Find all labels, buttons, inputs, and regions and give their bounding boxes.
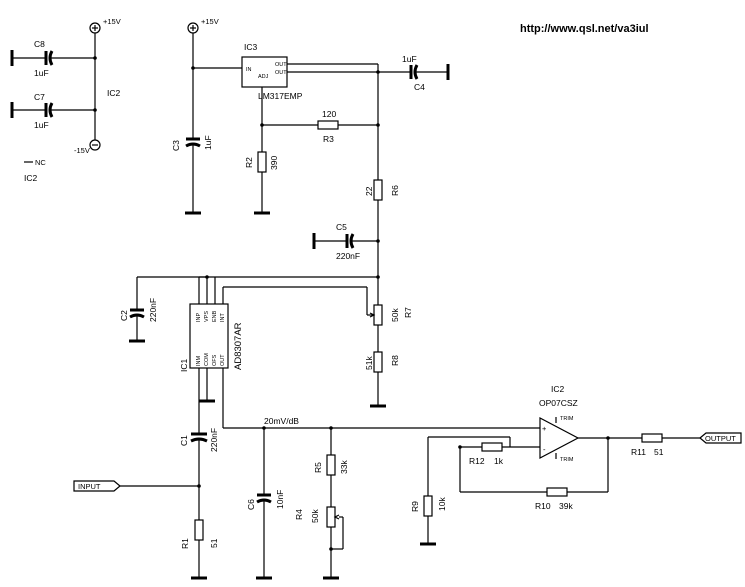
- ic1-pin-com: COM: [204, 353, 210, 366]
- c7-value: 1uF: [34, 120, 49, 130]
- r4-ref: R4: [294, 509, 304, 520]
- ic3-pin-in: IN: [246, 67, 252, 73]
- r5-value: 33k: [339, 460, 349, 474]
- r5-ref: R5: [313, 462, 323, 473]
- r11-body: [641, 433, 663, 443]
- ic1-ref: IC1: [179, 359, 189, 373]
- r8-body: [373, 351, 383, 373]
- r5-body: [326, 454, 336, 476]
- ic1-pin-ofs: OFS: [212, 354, 218, 366]
- r11-ref: R11: [631, 447, 646, 457]
- c6-ref: C6: [246, 499, 256, 510]
- r9-body: [423, 495, 433, 517]
- r3-value: 120: [322, 109, 336, 119]
- r7-value: 50k: [390, 308, 400, 322]
- ic2-power-decoupling: +15V C8 1uF C7 1uF IC2 -15V NC IC2: [10, 17, 121, 183]
- r12-value: 1k: [494, 456, 504, 466]
- r2-value: 390: [269, 156, 279, 170]
- ic2-nc-ref: IC2: [24, 173, 38, 183]
- ic3-pin-out1: OUT: [275, 62, 287, 68]
- c3-value: 1uF: [203, 135, 213, 150]
- ic1-pin-vps: VPS: [204, 311, 210, 322]
- ic1-part: AD8307AR: [233, 322, 244, 370]
- minus15v-symbol: [89, 139, 101, 151]
- c3-ref: C3: [171, 140, 181, 151]
- c1-value: 220nF: [209, 428, 219, 452]
- slope-label: 20mV/dB: [264, 416, 299, 426]
- output-port-label: OUTPUT: [705, 434, 736, 443]
- r8-value: 51k: [364, 356, 374, 370]
- ic1-box: [189, 303, 229, 369]
- c2-ref: C2: [119, 310, 129, 321]
- r1-ref: R1: [180, 538, 190, 549]
- svg-text:+: +: [542, 424, 547, 433]
- ic3-ref: IC3: [244, 42, 258, 52]
- r7-ref: R7: [403, 307, 413, 318]
- ic1-pin-enb: ENB: [212, 310, 218, 322]
- minus15v-label: -15V: [74, 146, 90, 155]
- ic2-opamp-symbol: [539, 417, 580, 459]
- input-port: [73, 480, 121, 492]
- output-port: [699, 432, 742, 444]
- r4-value: 50k: [310, 509, 320, 523]
- r10-value: 39k: [559, 501, 573, 511]
- ic1-pin-inm: INM: [196, 356, 202, 367]
- ic3-pin-out2: OUT: [275, 70, 287, 76]
- ic2-trim-top: TRIM: [560, 416, 574, 422]
- ic1-pin-int: INT: [220, 313, 226, 323]
- c2-value: 220nF: [148, 298, 158, 322]
- r12-body: [481, 442, 503, 452]
- c6-value: 10nF: [275, 490, 285, 509]
- r2-ref: R2: [244, 157, 254, 168]
- r10-ref: R10: [535, 501, 551, 511]
- r12-ref: R12: [469, 456, 485, 466]
- plus15v-label-2: +15V: [201, 17, 219, 26]
- r8-ref: R8: [390, 355, 400, 366]
- r9-ref: R9: [410, 501, 420, 512]
- svg-text:-: -: [543, 445, 546, 454]
- ic1-pin-out: OUT: [220, 354, 226, 366]
- output-amp-section: IC2 OP07CSZ TRIM TRIM + - R12 1k R9 10k …: [410, 384, 742, 546]
- r3-ref: R3: [323, 134, 334, 144]
- r1-body: [194, 519, 204, 541]
- r10-body: [546, 487, 568, 497]
- r2-body: [257, 151, 267, 173]
- website-url: http://www.qsl.net/va3iul: [520, 23, 649, 35]
- r1-value: 51: [209, 538, 219, 548]
- ic1-pin-inp: INP: [196, 313, 202, 323]
- regulator-section: +15V C3 1uF IC3 LM317EMP IN ADJ OUT OUT …: [137, 17, 450, 297]
- ic3-part: LM317EMP: [258, 91, 303, 101]
- r6-body: [373, 179, 383, 201]
- ic2-ref: IC2: [551, 384, 565, 394]
- r11-value: 51: [654, 447, 664, 457]
- plus15v-label: +15V: [103, 17, 121, 26]
- ic2-power-ref: IC2: [107, 88, 121, 98]
- r3-body: [317, 120, 339, 130]
- ic3-pin-adj: ADJ: [258, 74, 269, 80]
- c7-ref: C7: [34, 92, 45, 102]
- c4-ref: C4: [414, 82, 425, 92]
- log-amp-section: C2 220nF IC1 AD8307AR INP VPS ENB INT IN…: [73, 276, 512, 580]
- c5-value: 220nF: [336, 251, 360, 261]
- ic2-trim-bottom: TRIM: [560, 457, 574, 463]
- ic3-box: [241, 56, 288, 88]
- r6-ref: R6: [390, 185, 400, 196]
- c1-ref: C1: [179, 435, 189, 446]
- c8-value: 1uF: [34, 68, 49, 78]
- nc-label: NC: [35, 158, 46, 167]
- c5-ref: C5: [336, 222, 347, 232]
- c8-ref: C8: [34, 39, 45, 49]
- c4-value: 1uF: [402, 54, 417, 64]
- r6-value: 22: [364, 186, 374, 196]
- input-port-label: INPUT: [78, 482, 101, 491]
- r9-value: 10k: [437, 497, 447, 511]
- ic2-part: OP07CSZ: [539, 398, 578, 408]
